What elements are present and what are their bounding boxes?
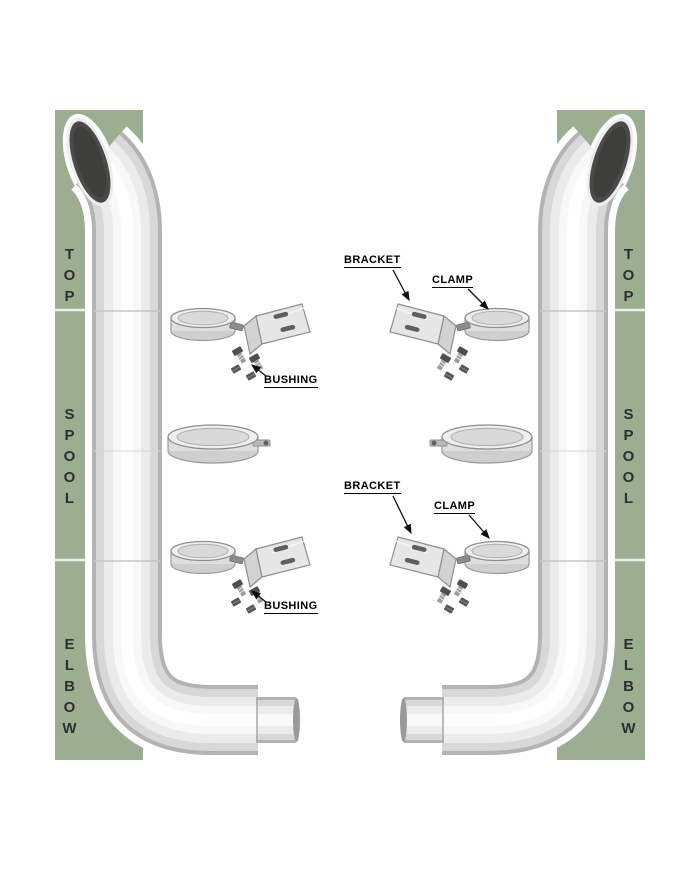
clamp-arrow-upper xyxy=(467,288,489,310)
callout-clamp-upper: CLAMP xyxy=(432,274,474,288)
section-label-top-left: TOP xyxy=(61,246,78,309)
exhaust-stack-left xyxy=(52,107,310,760)
callout-arrows xyxy=(250,269,490,603)
section-label-elbow-right: ELBOW xyxy=(620,636,637,741)
callout-bushing-upper: BUSHING xyxy=(264,374,318,388)
callout-clamp-lower: CLAMP xyxy=(434,500,476,514)
bushing-arrow-lower xyxy=(250,590,267,603)
bushing-arrow-upper xyxy=(250,364,267,377)
clamp-arrow-lower xyxy=(468,514,490,539)
callout-bracket-upper: BRACKET xyxy=(344,254,401,268)
section-label-spool-right: SPOOL xyxy=(620,406,637,511)
section-label-elbow-left: ELBOW xyxy=(61,636,78,741)
bracket-arrow-upper xyxy=(392,269,410,302)
exhaust-stack-right xyxy=(390,107,648,760)
section-label-spool-left: SPOOL xyxy=(61,406,78,511)
bracket-arrow-lower xyxy=(392,495,412,535)
section-label-top-right: TOP xyxy=(620,246,637,309)
callout-bracket-lower: BRACKET xyxy=(344,480,401,494)
callout-bushing-lower: BUSHING xyxy=(264,600,318,614)
